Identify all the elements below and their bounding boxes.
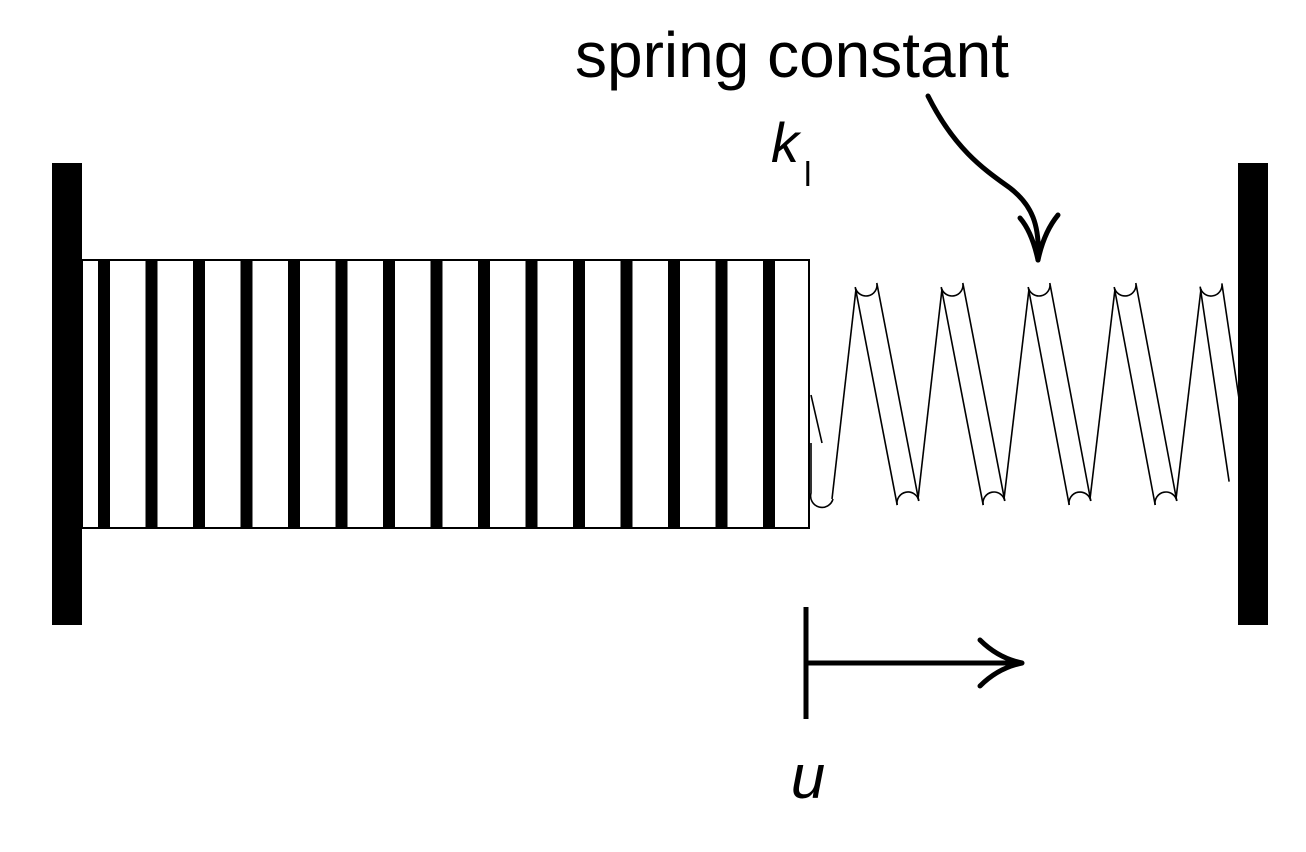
spring-bottom-loop	[896, 491, 920, 506]
spring-back-strand	[1175, 288, 1202, 500]
block-stripe	[145, 261, 158, 527]
spring-front-coil	[854, 282, 920, 506]
block-stripe	[98, 261, 110, 527]
block-stripe	[478, 261, 490, 527]
striped-block	[81, 259, 810, 529]
spring-bottom-loop	[809, 443, 834, 509]
block-stripe	[335, 261, 348, 527]
spring-back-strand	[810, 394, 823, 444]
block-stripe	[430, 261, 443, 527]
block-stripe	[573, 261, 585, 527]
spring-back-strand	[831, 288, 857, 500]
spring-bottom-loop	[982, 491, 1006, 506]
spring-front-coil	[1027, 282, 1092, 506]
block-stripe	[383, 261, 395, 527]
spring-front-coil	[940, 282, 1006, 506]
left-wall	[52, 163, 82, 625]
spring-constant-subscript: l	[804, 156, 812, 194]
block-stripe	[668, 261, 680, 527]
spring-back-strand	[1003, 288, 1030, 500]
curved-arrow-icon	[925, 93, 1061, 263]
spring-front-coil	[1199, 283, 1252, 482]
right-wall	[1238, 163, 1268, 625]
block-stripes	[98, 261, 775, 527]
coil-spring	[809, 282, 1252, 509]
displacement-indicator	[803, 607, 1025, 719]
block-stripe	[715, 261, 728, 527]
spring-front-coil	[1113, 282, 1178, 506]
spring-bottom-loop	[1068, 491, 1092, 506]
displacement-symbol: u	[791, 743, 825, 812]
spring-bottom-loop	[1154, 491, 1178, 506]
block-outline	[81, 259, 810, 529]
spring-back-strand	[917, 288, 943, 500]
block-stripe	[763, 261, 775, 527]
spring-back-strand	[1089, 288, 1116, 500]
annotation-label: spring constant	[575, 19, 1009, 91]
right-arrow-icon	[806, 637, 1025, 689]
block-stripe	[620, 261, 633, 527]
block-stripe	[193, 261, 205, 527]
block-stripe	[240, 261, 253, 527]
block-stripe	[288, 261, 300, 527]
block-stripe	[525, 261, 538, 527]
spring-constant-symbol: k	[771, 111, 802, 174]
